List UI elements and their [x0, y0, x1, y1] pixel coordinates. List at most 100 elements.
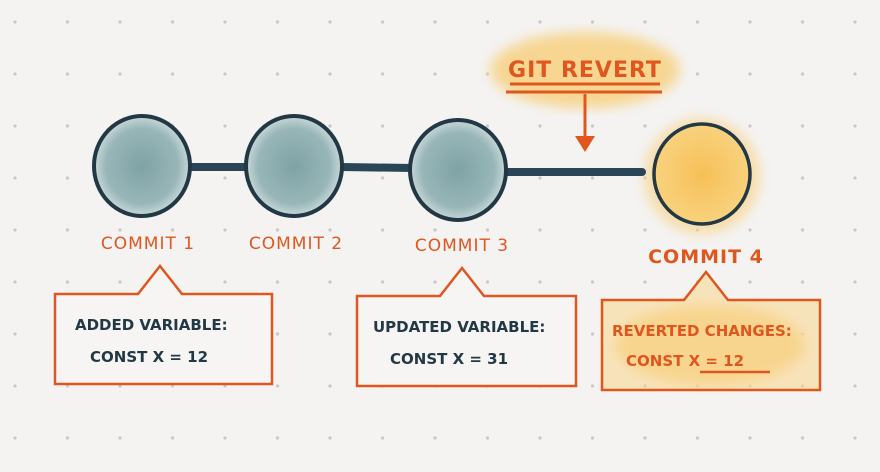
- grid-dot: [643, 436, 647, 440]
- grid-dot: [275, 384, 280, 388]
- grid-dot: [853, 124, 857, 128]
- grid-dot: [65, 20, 70, 24]
- grid-dot: [223, 72, 227, 76]
- grid-dot: [590, 332, 595, 336]
- grid-dot: [275, 280, 280, 284]
- grid-dot: [170, 20, 175, 24]
- grid-dot: [590, 228, 595, 232]
- grid-dot: [748, 72, 752, 76]
- commit-1-label: COMMIT 1: [101, 234, 195, 254]
- grid-dot: [223, 20, 227, 24]
- commit-3-callout: [355, 265, 578, 388]
- commit-1-node[interactable]: [92, 114, 192, 218]
- grid-dot: [643, 20, 647, 24]
- grid-dot: [800, 436, 805, 440]
- grid-dot: [170, 228, 175, 232]
- grid-dot: [485, 124, 490, 128]
- grid-dot: [485, 72, 490, 76]
- grid-dot: [643, 280, 647, 284]
- grid-dot: [223, 228, 227, 232]
- grid-dot: [118, 20, 122, 24]
- commit-2-node[interactable]: [244, 114, 344, 218]
- grid-dot: [748, 124, 752, 128]
- commit-4-node[interactable]: [652, 122, 752, 226]
- reverted-value: X = 12: [689, 352, 744, 370]
- grid-dot: [433, 72, 437, 76]
- grid-dot: [853, 436, 857, 440]
- commit-3-label: COMMIT 3: [415, 236, 509, 256]
- commit-4-line2: CONST X = 12: [626, 352, 744, 370]
- grid-dot: [643, 124, 647, 128]
- grid-dot: [538, 176, 542, 180]
- grid-dot: [800, 72, 805, 76]
- commit-1-callout: [53, 263, 274, 386]
- grid-dot: [328, 124, 332, 128]
- grid-dot: [275, 20, 280, 24]
- grid-dot: [275, 228, 280, 232]
- grid-dot: [380, 124, 385, 128]
- grid-dot: [433, 436, 437, 440]
- grid-dot: [223, 124, 227, 128]
- grid-dot: [65, 228, 70, 232]
- grid-dot: [800, 280, 805, 284]
- commit-1-line1: ADDED VARIABLE:: [75, 316, 228, 334]
- commit-1-line2: CONST X = 12: [90, 348, 208, 366]
- commit-3-node[interactable]: [408, 118, 508, 222]
- grid-dot: [538, 20, 542, 24]
- grid-dot: [748, 20, 752, 24]
- grid-dot: [433, 280, 437, 284]
- commit-4-callout: [600, 269, 822, 392]
- arrow-head-icon: [575, 136, 595, 152]
- grid-dot: [328, 280, 332, 284]
- grid-dot: [800, 124, 805, 128]
- grid-dot: [380, 280, 385, 284]
- grid-dot: [853, 384, 857, 388]
- grid-dot: [328, 436, 332, 440]
- grid-dot: [328, 20, 332, 24]
- git-revert-label: GIT REVERT: [508, 58, 662, 83]
- grid-dot: [590, 176, 595, 180]
- grid-dot: [118, 280, 122, 284]
- commit-2-label: COMMIT 2: [249, 234, 343, 254]
- grid-dot: [590, 280, 595, 284]
- grid-dot: [485, 228, 490, 232]
- grid-dot: [695, 436, 700, 440]
- grid-dot: [748, 436, 752, 440]
- grid-dot: [433, 228, 437, 232]
- grid-dot: [223, 280, 227, 284]
- grid-dot: [380, 72, 385, 76]
- grid-dot: [328, 228, 332, 232]
- grid-dot: [695, 72, 700, 76]
- grid-dot: [590, 20, 595, 24]
- grid-dot: [485, 20, 490, 24]
- grid-dot: [853, 176, 857, 180]
- grid-dot: [538, 124, 542, 128]
- grid-dot: [853, 228, 857, 232]
- grid-dot: [380, 436, 385, 440]
- grid-dot: [538, 436, 542, 440]
- grid-dot: [13, 124, 17, 128]
- grid-dot: [65, 72, 70, 76]
- commit-4-label: COMMIT 4: [648, 246, 764, 268]
- grid-dot: [65, 280, 70, 284]
- grid-dot: [380, 20, 385, 24]
- commit-4-line1: REVERTED CHANGES:: [612, 322, 792, 340]
- grid-dot: [13, 436, 17, 440]
- grid-dot: [538, 280, 542, 284]
- commit-3-line2: CONST X = 31: [390, 350, 508, 368]
- grid-dot: [590, 124, 595, 128]
- grid-dot: [853, 332, 857, 336]
- revert-highlight: [490, 32, 680, 108]
- grid-dot: [328, 332, 332, 336]
- grid-dot: [118, 72, 122, 76]
- grid-dot: [748, 280, 752, 284]
- grid-dot: [13, 280, 17, 284]
- grid-dot: [433, 20, 437, 24]
- grid-dot: [65, 176, 70, 180]
- grid-dot: [485, 436, 490, 440]
- grid-dot: [800, 176, 805, 180]
- grid-dot: [13, 332, 17, 336]
- grid-dot: [328, 72, 332, 76]
- grid-dot: [380, 176, 385, 180]
